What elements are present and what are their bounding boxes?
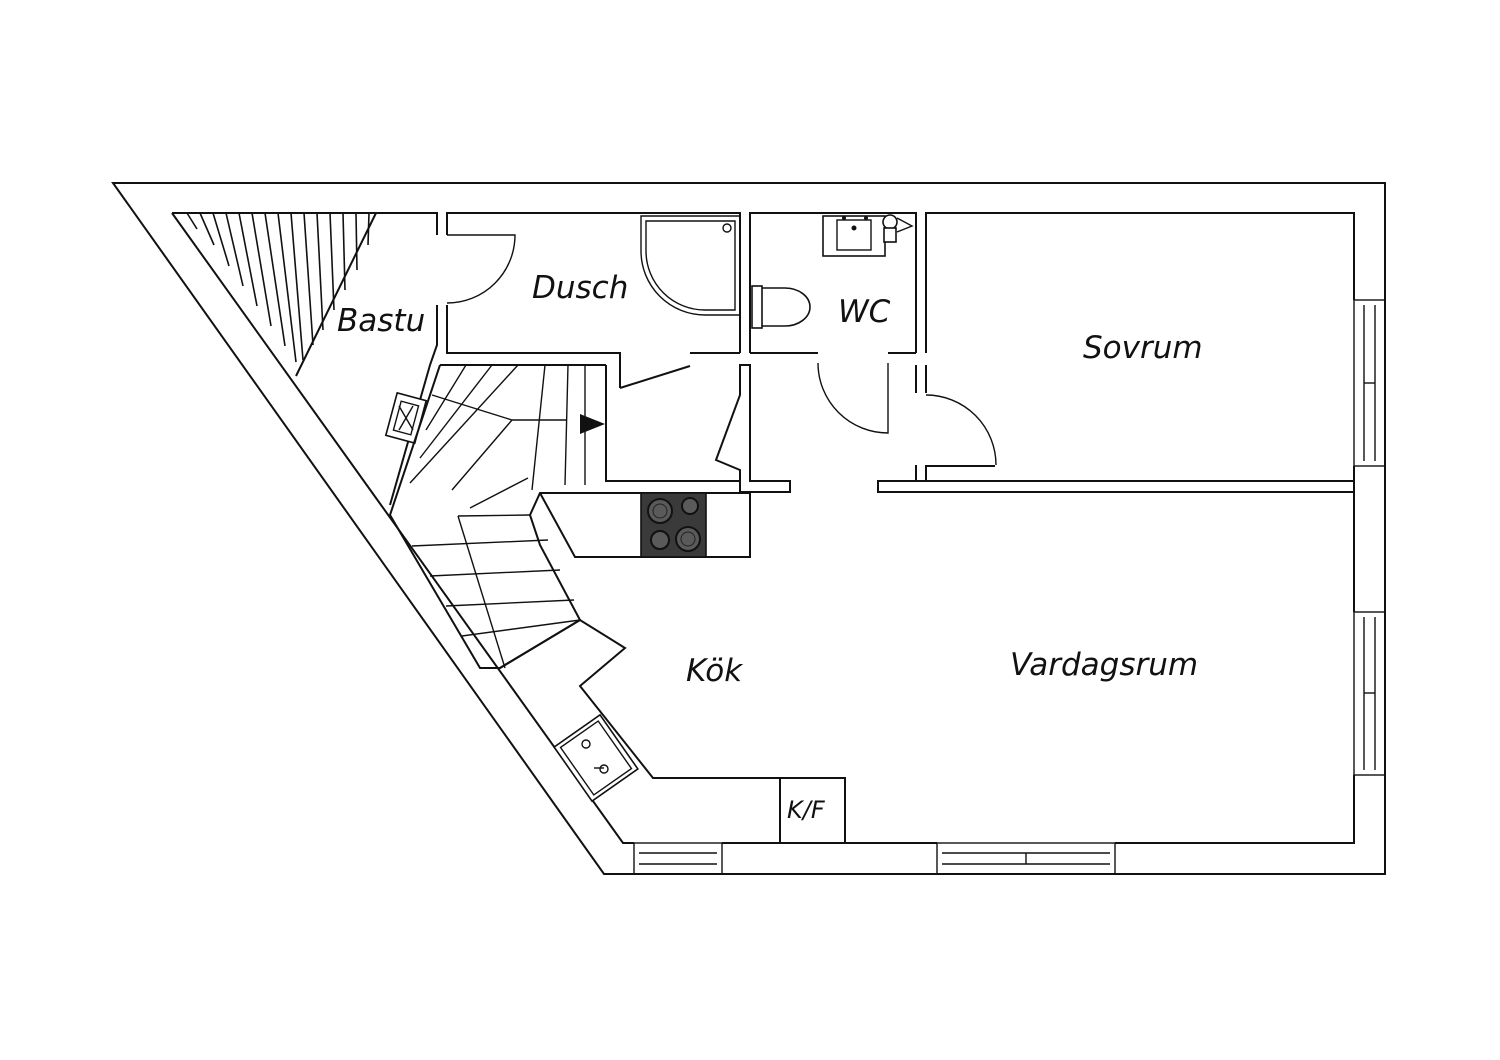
fridge-freezer: K/F <box>779 777 846 844</box>
hallway-walls <box>605 364 1355 493</box>
label-kf: K/F <box>787 796 826 824</box>
bastu-door-swing <box>446 234 516 304</box>
room-label-bastu: Bastu <box>337 303 425 339</box>
room-label-sovrum: Sovrum <box>1083 330 1203 366</box>
stair-direction-arrow-icon <box>580 414 605 434</box>
shower-cabin-icon <box>640 215 741 316</box>
bidet-shower-icon <box>882 214 914 243</box>
window-vardagsrum-side <box>1353 611 1386 776</box>
sovrum-door-swing <box>925 394 997 466</box>
window-vardagsrum-bottom <box>936 842 1116 875</box>
wc-room: WC <box>750 214 916 434</box>
sauna-heater-icon <box>384 391 428 445</box>
washbasin-icon <box>822 215 886 257</box>
dusch-room: Dusch <box>446 215 741 388</box>
window-kok <box>633 842 723 875</box>
room-label-dusch: Dusch <box>532 270 628 306</box>
room-label-vardagsrum: Vardagsrum <box>1010 647 1198 683</box>
windows <box>633 299 1386 875</box>
toilet-icon <box>751 285 811 329</box>
wc-door-swing <box>817 362 889 434</box>
sauna-bench-hatching <box>186 212 377 377</box>
stove-icon <box>640 492 707 558</box>
room-label-kok: Kök <box>686 653 743 689</box>
kitchen: K/F Kök <box>539 492 846 844</box>
vardagsrum-room: Vardagsrum <box>1010 647 1198 683</box>
room-label-wc: WC <box>838 294 891 330</box>
sovrum-room: Sovrum <box>915 330 1203 482</box>
sink-icon <box>553 713 639 803</box>
staircase <box>388 364 781 843</box>
bastu-room: Bastu <box>186 212 438 506</box>
window-sovrum <box>1353 299 1386 467</box>
